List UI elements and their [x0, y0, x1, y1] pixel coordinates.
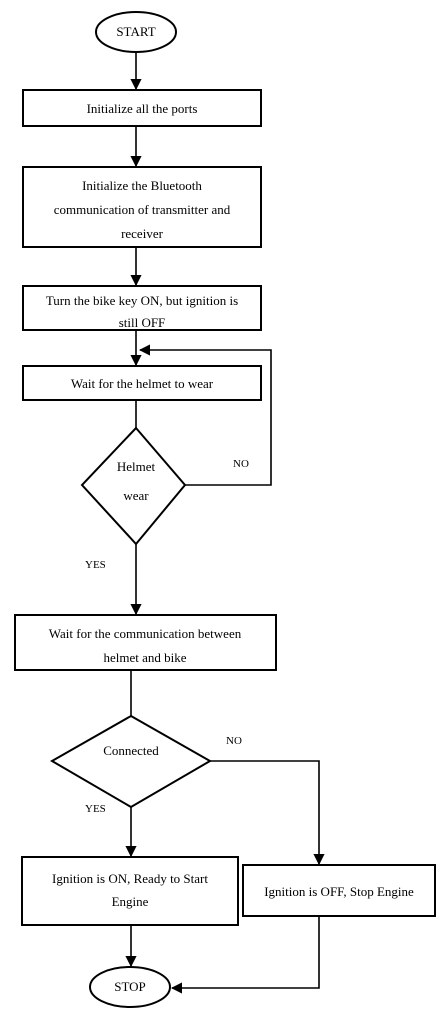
step-wait-helmet-label: Wait for the helmet to wear: [71, 376, 214, 391]
decision-helmet-wear-line2: wear: [123, 488, 149, 503]
decision1-yes-label: YES: [85, 559, 106, 571]
ignition-on-box: Ignition is ON, Ready to Start Engine: [21, 856, 239, 926]
ignition-on-line1: Ignition is ON, Ready to Start: [52, 871, 208, 886]
step-wait-helmet: Wait for the helmet to wear: [22, 365, 262, 401]
step-initialize-bluetooth-line3: receiver: [121, 226, 164, 241]
decision-helmet-wear-line1: Helmet: [117, 459, 156, 474]
arrow-decision1-no-loop: [138, 344, 272, 486]
decision-connected: Connected: [49, 714, 213, 809]
ignition-off-label: Ignition is OFF, Stop Engine: [264, 884, 414, 899]
step-initialize-bluetooth-line1: Initialize the Bluetooth: [82, 178, 202, 193]
decision2-yes-label: YES: [85, 803, 106, 815]
step-initialize-bluetooth: Initialize the Bluetooth communication o…: [22, 166, 262, 248]
step-initialize-ports-label: Initialize all the ports: [87, 101, 198, 116]
stop-label: STOP: [114, 979, 146, 994]
decision2-no-label: NO: [226, 735, 242, 747]
ignition-on-line2: Engine: [112, 894, 149, 909]
start-node: START: [95, 11, 177, 53]
step-wait-communication-line1: Wait for the communication between: [49, 626, 242, 641]
decision1-no-label: NO: [233, 458, 249, 470]
step-wait-communication: Wait for the communication between helme…: [14, 614, 277, 671]
decision-connected-label: Connected: [103, 743, 159, 758]
decision-helmet-wear: Helmet wear: [80, 426, 187, 546]
step-turn-key-on-line2: still OFF: [119, 315, 166, 330]
step-wait-communication-line2: helmet and bike: [103, 650, 186, 665]
start-label: START: [116, 24, 155, 39]
ignition-off-box: Ignition is OFF, Stop Engine: [242, 864, 436, 917]
step-initialize-ports: Initialize all the ports: [22, 89, 262, 127]
arrow-off-to-stop: [170, 916, 320, 994]
step-initialize-bluetooth-line2: communication of transmitter and: [54, 202, 231, 217]
stop-node: STOP: [89, 966, 171, 1008]
arrow-decision2-no: [210, 760, 325, 866]
step-turn-key-on: Turn the bike key ON, but ignition is st…: [22, 285, 262, 331]
step-turn-key-on-line1: Turn the bike key ON, but ignition is: [46, 293, 238, 308]
